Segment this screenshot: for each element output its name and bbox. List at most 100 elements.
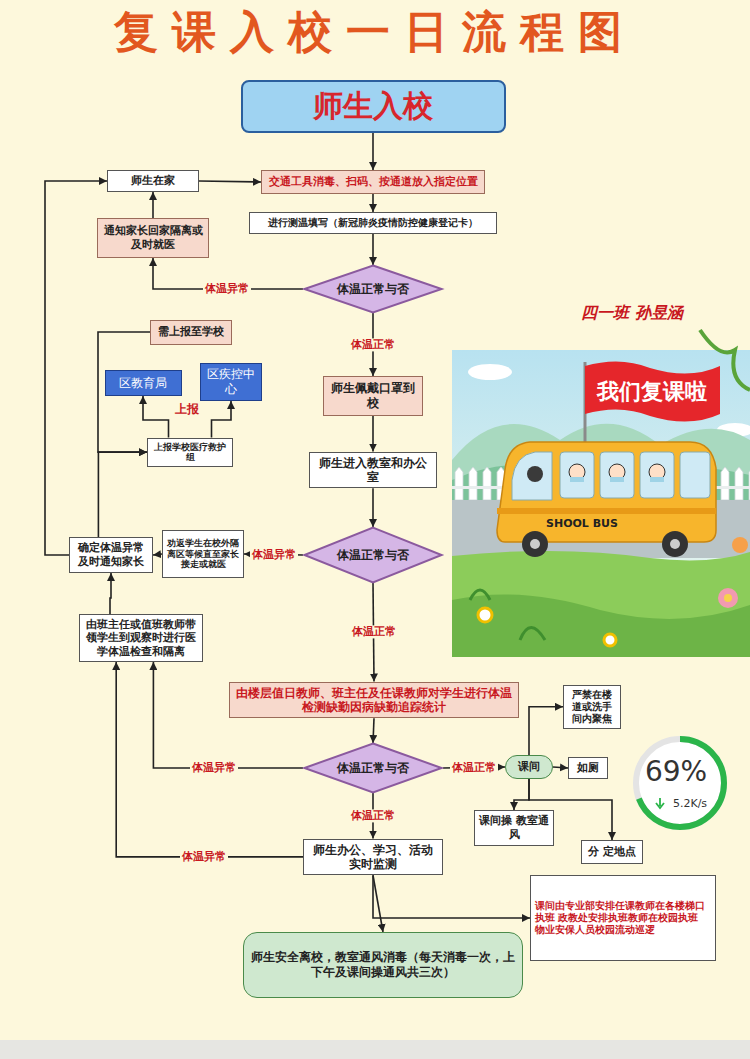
process-box: 由楼层值日教师、班主任及任课教师对学生进行体温检测缺勤因病缺勤追踪统计 <box>229 682 519 719</box>
wheel <box>670 539 680 549</box>
node-text: 需上报至学校 <box>158 325 224 339</box>
bus-window <box>680 452 710 498</box>
node-text: 师生安全离校，教室通风消毒（每天消毒一次，上下午及课间操通风共三次） <box>248 950 518 980</box>
process-box: 通知家长回家隔离或及时就医 <box>97 218 209 258</box>
node-text: 体温正常与否 <box>337 282 409 297</box>
connector <box>373 875 383 932</box>
process-box: 师生在家 <box>107 170 199 192</box>
connector <box>98 452 147 537</box>
edge-label: 体温正常 <box>450 761 498 774</box>
node-text: 通知家长回家隔离或及时就医 <box>102 224 204 252</box>
process-box: 区疾控中心 <box>200 363 262 401</box>
wheel <box>662 531 688 557</box>
decision-diamond: 体温正常与否 <box>303 265 443 313</box>
flower <box>718 588 738 608</box>
mask <box>650 477 664 482</box>
process-box: 师生佩戴口罩到校 <box>323 376 423 416</box>
mask <box>570 477 584 482</box>
connector <box>373 718 374 743</box>
bus-stripe <box>497 508 716 514</box>
node-text: 严禁在楼道或洗手间内聚焦 <box>568 689 616 725</box>
leaf <box>470 590 545 640</box>
connector <box>199 181 261 182</box>
bus-text: SHOOL BUS <box>546 518 618 531</box>
connector <box>514 779 529 810</box>
flower <box>724 594 732 602</box>
node-text: 上报学校医疗救护组 <box>152 442 228 463</box>
sky <box>452 350 750 657</box>
process-box: 由班主任或值班教师带领学生到观察时进行医学体温检查和隔离 <box>79 614 203 662</box>
wheel <box>530 539 540 549</box>
hills <box>452 424 750 500</box>
title: 复课入校一日流程图 <box>0 6 750 59</box>
process-box: 确定体温异常及时通知家长 <box>69 537 153 573</box>
bottom-strip <box>0 1040 750 1059</box>
decision-diamond: 体温正常与否 <box>303 527 443 583</box>
flag <box>585 361 720 421</box>
bus-window <box>640 452 674 498</box>
node-text: 课间操 教室通风 <box>479 814 549 842</box>
connector <box>372 416 374 452</box>
rounded-box: 课间 <box>505 755 553 779</box>
node-text: 进行测温填写（新冠肺炎疫情防控健康登记卡） <box>268 217 478 230</box>
node-text: 区疾控中心 <box>205 367 257 397</box>
node-text: 师生进入教室和办公室 <box>314 456 432 485</box>
flower <box>478 608 492 622</box>
diamond-shape <box>304 528 441 583</box>
flag-text: 我们复课啦 <box>597 379 707 404</box>
node-text: 课间由专业部安排任课教师在各楼梯口执班 政教处安排执班教师在校园执班 物业安保人… <box>535 900 711 936</box>
node-text: 分 定地点 <box>588 845 636 859</box>
connector <box>153 554 162 555</box>
connector <box>372 133 374 171</box>
mask <box>610 477 624 482</box>
node-text: 课间 <box>518 760 540 774</box>
decision-diamond: 体温正常与否 <box>303 743 443 793</box>
process-box: 如厕 <box>568 757 608 779</box>
speed-value: 5.2K/s <box>673 798 707 811</box>
signature: 四一班 孙昱涵 <box>581 304 683 322</box>
edge-label: 体温异常 <box>180 850 228 863</box>
connector <box>373 875 530 918</box>
process-box: 交通工具消毒、扫码、按通道放入指定位置 <box>261 170 485 194</box>
bus-picture <box>452 330 750 657</box>
node-text: 劝返学生在校外隔离区等候直至家长接走或就医 <box>167 538 239 570</box>
download-arrow <box>656 798 664 808</box>
node-text: 由楼层值日教师、班主任及任课教师对学生进行体温检测缺勤因病缺勤追踪统计 <box>234 686 514 715</box>
start-box: 师生入校 <box>241 80 506 133</box>
progress-value: 69% <box>645 756 707 788</box>
process-box: 劝返学生在校外隔离区等候直至家长接走或就医 <box>162 530 244 578</box>
edge-label: 体温异常 <box>190 761 238 774</box>
connector <box>110 573 111 614</box>
process-box: 课间操 教室通风 <box>474 810 554 846</box>
process-box: 师生办公、学习、活动实时监测 <box>303 839 443 876</box>
node-text: 由班主任或值班教师带领学生到观察时进行医学体温检查和隔离 <box>84 618 198 657</box>
bus-window <box>600 452 634 498</box>
edge-label: 体温异常 <box>203 282 251 295</box>
node-text: 交通工具消毒、扫码、按通道放入指定位置 <box>269 175 478 188</box>
diamond-shape <box>304 744 441 793</box>
connector <box>372 234 374 265</box>
process-box: 分 定地点 <box>581 840 643 864</box>
bus-window <box>560 452 594 498</box>
node-text: 确定体温异常及时通知家长 <box>74 541 148 569</box>
node-text: 师生佩戴口罩到校 <box>328 381 418 411</box>
connector <box>212 401 232 438</box>
report-label: 上报 <box>175 403 199 417</box>
progress-overlay <box>636 739 724 827</box>
edge-label: 体温异常 <box>250 548 298 561</box>
process-box: 进行测温填写（新冠肺炎疫情防控健康登记卡） <box>249 212 497 234</box>
process-box: 区教育局 <box>105 370 182 396</box>
bus-body <box>497 442 716 542</box>
edge-label: 体温正常 <box>350 626 398 639</box>
node-text: 区教育局 <box>119 376 167 391</box>
progress-arc <box>636 739 724 827</box>
grass <box>452 551 750 657</box>
connector <box>372 488 374 527</box>
cloud <box>468 364 512 380</box>
connector <box>372 194 374 212</box>
connector <box>143 396 169 438</box>
flower <box>604 634 616 646</box>
bus-window <box>512 452 552 500</box>
process-box: 课间由专业部安排任课教师在各楼梯口执班 政教处安排执班教师在校园执班 物业安保人… <box>530 875 716 961</box>
